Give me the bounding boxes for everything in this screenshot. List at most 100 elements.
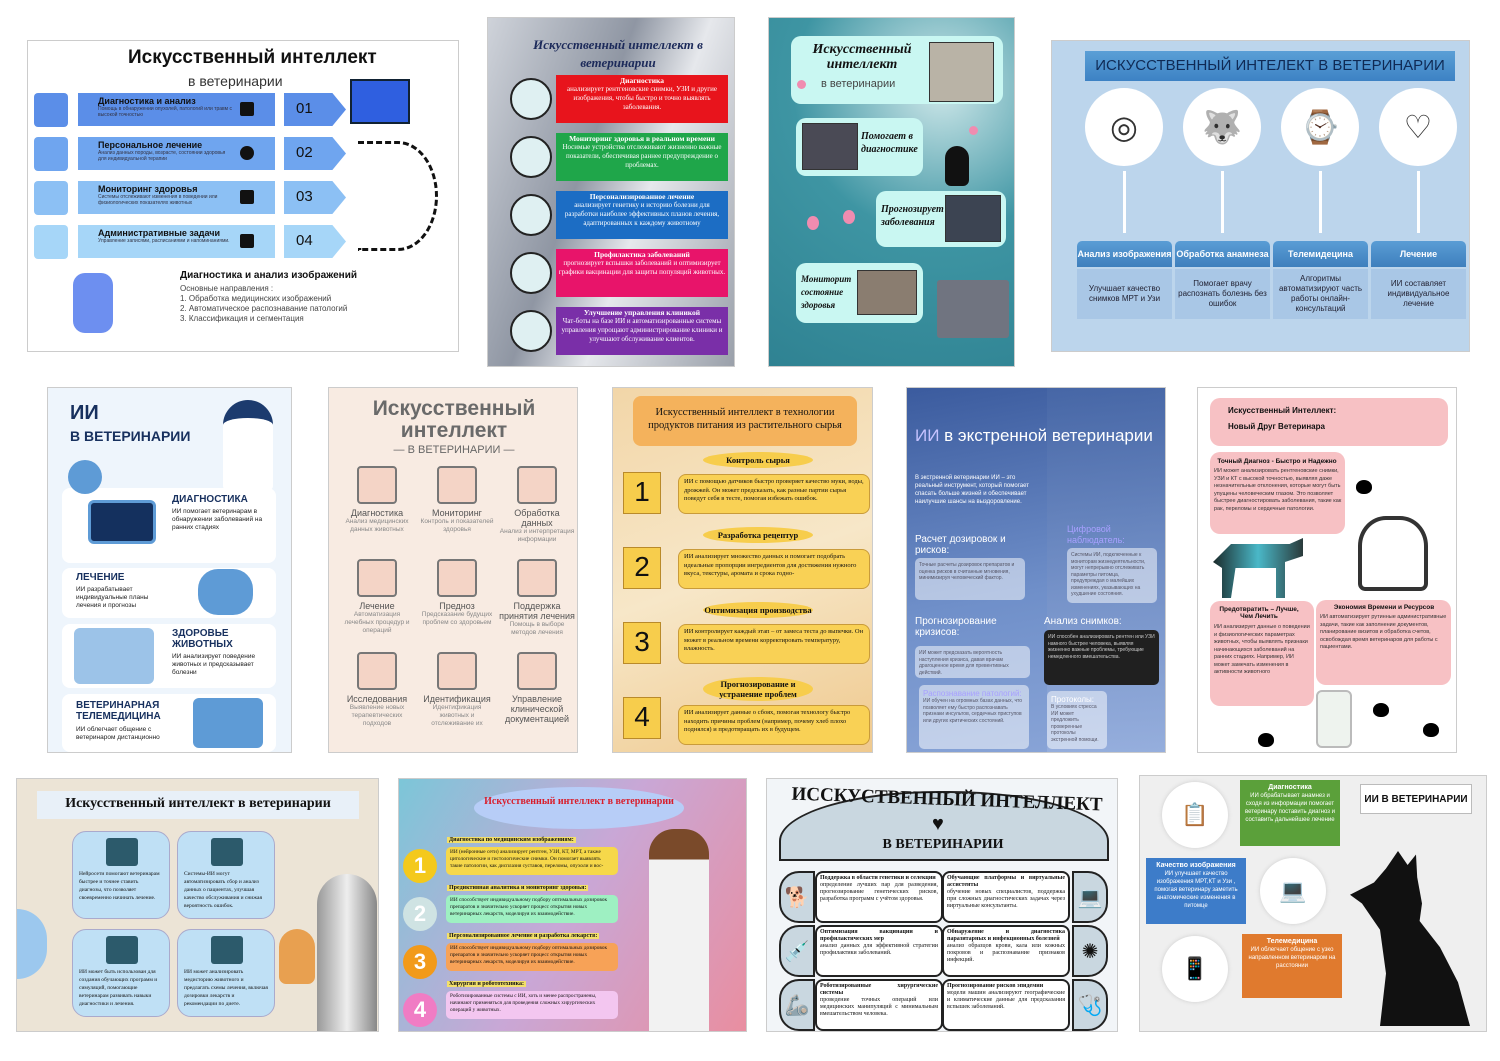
cell-text: Выявление новых терапевтических подходов bbox=[349, 704, 405, 727]
infographic-cats-teal[interactable]: Искусственный интеллект в ветеринарии По… bbox=[768, 17, 1015, 367]
infographic-colored-list[interactable]: Искусственный интеллект в ветеринарии Ди… bbox=[487, 17, 735, 367]
robot-illustration bbox=[317, 874, 377, 1031]
cell-text: Помощь в выборе методов лечения bbox=[509, 621, 565, 636]
cat-ai-icon bbox=[106, 838, 138, 866]
step-text: ИИ анализирует множество данных и помога… bbox=[678, 549, 870, 589]
section-text: ИИ анализирует поведение животных и пред… bbox=[172, 653, 256, 676]
mri-scanner-icon: ◎ bbox=[1085, 88, 1163, 166]
dog-head-icon: 🐺 bbox=[1183, 88, 1261, 166]
chart-cats-icon bbox=[211, 838, 243, 866]
infographic-ai-vet-flat[interactable]: ИИ В ВЕТЕРИНАРИИ ДИАГНОСТИКА ИИ помогает… bbox=[47, 387, 292, 753]
subtitle: в ветеринарии bbox=[188, 73, 283, 89]
cell-head: Диагностика bbox=[350, 508, 404, 518]
item-text: анализирует рентгеновские снимки, УЗИ и … bbox=[567, 85, 717, 111]
title: Искусственный интеллект в ветеринарии bbox=[37, 791, 359, 819]
step-number: 2 bbox=[623, 547, 661, 589]
vet-illustration-icon bbox=[510, 252, 552, 294]
cell-icon bbox=[437, 559, 477, 597]
cell-head: Обнаружение и диагностика паразитарных и… bbox=[947, 929, 1065, 942]
section-head: Предотвратить – Лучше, Чем Лечить bbox=[1219, 606, 1299, 620]
section-text: ИИ может анализировать рентгеновские сни… bbox=[1214, 468, 1342, 512]
infographic-ai-vet-puzzle[interactable]: Искусственный интеллект в ветеринарии Ди… bbox=[27, 40, 459, 352]
step-head: Оптимизация производства bbox=[703, 602, 813, 618]
cat-photo bbox=[802, 123, 858, 170]
heart-pets-icon: ♥ bbox=[932, 813, 944, 835]
infographic-beige-grid[interactable]: Искусственный интеллект — В ВЕТЕРИНАРИИ … bbox=[328, 387, 578, 753]
title-card bbox=[1210, 398, 1448, 446]
item-text: Носимые устройства отслеживают жизненно … bbox=[562, 143, 722, 169]
infographic-emergency-vet[interactable]: ИИ в экстренной ветеринарии В экстренной… bbox=[906, 387, 1166, 753]
cell-text: обучение новых специалистов, поддержка п… bbox=[947, 889, 1065, 909]
cell-text: Идентификация животных и отслеживание их bbox=[431, 704, 483, 727]
infographic-blue-columns[interactable]: ИСКУССТВЕННЫЙ ИНТЕЛЕКТ В ВЕТЕРИНАРИИ ◎Ан… bbox=[1051, 40, 1470, 352]
cell-head: Обучающие платформы и виртуальные ассист… bbox=[947, 875, 1065, 888]
cell-icon bbox=[517, 652, 557, 690]
grid-cell: Управление клинической документацией bbox=[499, 652, 575, 724]
syringe-icon: 💉 bbox=[779, 925, 815, 977]
step-number: 01 bbox=[284, 93, 346, 126]
paw-icon bbox=[1356, 480, 1372, 494]
smartwatch-icon: ⌚ bbox=[1281, 88, 1359, 166]
infographic-vet-new-friend[interactable]: Искусственный Интеллект: Новый Друг Вете… bbox=[1197, 387, 1457, 753]
item-text: прогнозирует вспышки заболеваний и оптим… bbox=[558, 259, 726, 276]
number-badge: 2 bbox=[403, 897, 437, 931]
step-number: 02 bbox=[284, 137, 346, 170]
card-text: Распознавание патологий:ИИ обучен на огр… bbox=[919, 685, 1029, 749]
title: ИИ В ВЕТЕРИНАРИИ bbox=[1360, 784, 1472, 814]
section-intro: Основные направления : bbox=[180, 284, 274, 293]
section-head: Экономия Времени и Ресурсов bbox=[1333, 604, 1435, 611]
cell-text: анализ данных для эффективной стратегии … bbox=[820, 943, 938, 956]
infographic-futuristic-clinic[interactable]: Искусственный интеллект в ветеринарии Ди… bbox=[398, 778, 747, 1032]
card-head: Цифровой наблюдатель: bbox=[1067, 524, 1125, 545]
dog-skeleton-illustration bbox=[1213, 538, 1303, 598]
cell-text: Предсказание будущих проблем со здоровье… bbox=[421, 611, 493, 626]
dog-silhouette bbox=[1350, 851, 1470, 1026]
column-body: Алгоритмы автоматизируют часть работы он… bbox=[1273, 269, 1368, 319]
heart-paw-icon: ♡ bbox=[1379, 88, 1457, 166]
infographic-food-tech[interactable]: Искусственный интеллект в технологии про… bbox=[612, 387, 873, 753]
card-text: Точные расчеты дозировок препаратов и оц… bbox=[915, 558, 1025, 600]
paw-icon bbox=[807, 216, 819, 230]
item-head: Персонализированное лечение и разработка… bbox=[447, 933, 600, 939]
cell-text: анализ образцов крови, кала или кожных п… bbox=[947, 943, 1065, 963]
intro-text: В экстренной ветеринарии ИИ – это реальн… bbox=[915, 475, 1029, 505]
title: ИИ bbox=[70, 402, 99, 424]
cell-head: Предноз bbox=[439, 601, 475, 611]
cell-icon bbox=[437, 466, 477, 504]
item-title: Профилактика заболеваний bbox=[594, 250, 690, 259]
vet-dog-ai-icon bbox=[211, 936, 243, 964]
cell-text: определение лучших пар для разведения, п… bbox=[820, 882, 938, 902]
list-item: 1. Обработка медицинских изображений bbox=[180, 294, 332, 303]
doctor-illustration bbox=[649, 829, 709, 1031]
cell-head: Роботизированные хирургические системы bbox=[820, 983, 938, 996]
subtitle: В ВЕТЕРИНАРИИ bbox=[70, 428, 191, 444]
number-badge: 3 bbox=[403, 945, 437, 979]
item-title: Персонализированное лечение bbox=[589, 192, 695, 201]
infographic-robot-kitten[interactable]: Искусственный интеллект в ветеринарии Не… bbox=[16, 778, 379, 1032]
section-title: Диагностика и анализ изображений bbox=[180, 270, 357, 281]
item-title: Мониторинг здоровья в реальном времени bbox=[569, 134, 715, 143]
step-head: Прогнозирование и устранение проблем bbox=[703, 677, 813, 701]
item-text: анализирует генетику и историю болезни д… bbox=[564, 201, 720, 227]
cell-head: Обработка данных bbox=[514, 508, 560, 528]
dog-icon: 🐕 bbox=[779, 871, 815, 923]
number-badge: 1 bbox=[403, 849, 437, 883]
title: Искусственный Интеллект: bbox=[1228, 406, 1337, 415]
infographic-arch-grid[interactable]: ИССКУСТВЕННЫЙ ИНТЕЛЛЕКТ ♥ В ВЕТЕРИНАРИИ … bbox=[766, 778, 1118, 1032]
robot-arm-icon: 🦾 bbox=[779, 979, 815, 1031]
black-cat-illustration bbox=[945, 146, 969, 186]
vet-illustration-icon bbox=[510, 310, 552, 352]
puzzle-piece-icon bbox=[34, 93, 68, 127]
section-head: ВЕТЕРИНАРНАЯ ТЕЛЕМЕДИЦИНА bbox=[76, 700, 161, 722]
section-card bbox=[1210, 601, 1314, 706]
step-number: 1 bbox=[623, 472, 661, 514]
cell-text: модели машин анализируют географические … bbox=[947, 990, 1065, 1010]
title: Искусственный интеллект bbox=[372, 397, 536, 442]
